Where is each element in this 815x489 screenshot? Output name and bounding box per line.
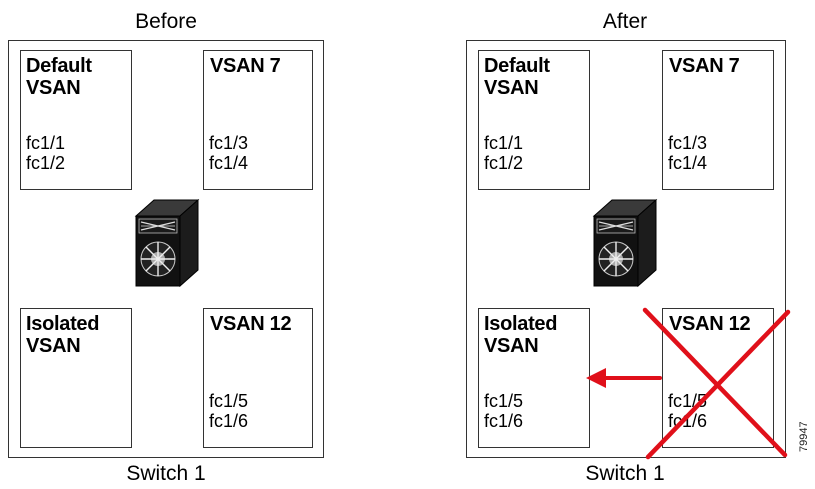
- port-label: fc1/5: [668, 391, 708, 411]
- port-label: fc1/5: [209, 391, 249, 411]
- vsan-name: VSAN 7: [669, 55, 740, 77]
- port-label: fc1/2: [26, 153, 66, 173]
- vsan-name: Isolated VSAN: [484, 313, 558, 357]
- port-label: fc1/1: [26, 133, 66, 153]
- port-label: fc1/6: [209, 411, 249, 431]
- port-label: fc1/3: [209, 133, 249, 153]
- mds-switch-icon: [134, 198, 200, 288]
- port-label: fc1/6: [668, 411, 708, 431]
- vsan-isolated-after: Isolated VSAN fc1/5 fc1/6: [478, 308, 590, 448]
- vsan-default-after: Default VSAN fc1/1 fc1/2: [478, 50, 590, 190]
- figure-id: 79947: [798, 421, 810, 452]
- port-label: fc1/1: [484, 133, 524, 153]
- vsan-default-before: Default VSAN fc1/1 fc1/2: [20, 50, 132, 190]
- vsan-isolated-before: Isolated VSAN: [20, 308, 132, 448]
- vsan-name: VSAN 7: [210, 55, 281, 77]
- vsan-12-before: VSAN 12 fc1/5 fc1/6: [203, 308, 313, 448]
- panel-title-after: After: [602, 10, 648, 33]
- port-label: fc1/5: [484, 391, 524, 411]
- port-label: fc1/3: [668, 133, 708, 153]
- vsan-name: VSAN 12: [210, 313, 292, 335]
- vsan-name: VSAN 12: [669, 313, 751, 335]
- vsan-name: Default VSAN: [26, 55, 92, 99]
- vsan-7-after: VSAN 7 fc1/3 fc1/4: [662, 50, 774, 190]
- port-label: fc1/2: [484, 153, 524, 173]
- mds-switch-icon: [592, 198, 658, 288]
- port-label: fc1/4: [668, 153, 708, 173]
- panel-footer-after: Switch 1: [585, 462, 665, 485]
- vsan-12-after: VSAN 12 fc1/5 fc1/6: [662, 308, 774, 448]
- vsan-name: Default VSAN: [484, 55, 550, 99]
- panel-footer-before: Switch 1: [126, 462, 206, 485]
- port-label: fc1/6: [484, 411, 524, 431]
- panel-title-before: Before: [135, 10, 197, 33]
- vsan-7-before: VSAN 7 fc1/3 fc1/4: [203, 50, 313, 190]
- vsan-name: Isolated VSAN: [26, 313, 100, 357]
- port-label: fc1/4: [209, 153, 249, 173]
